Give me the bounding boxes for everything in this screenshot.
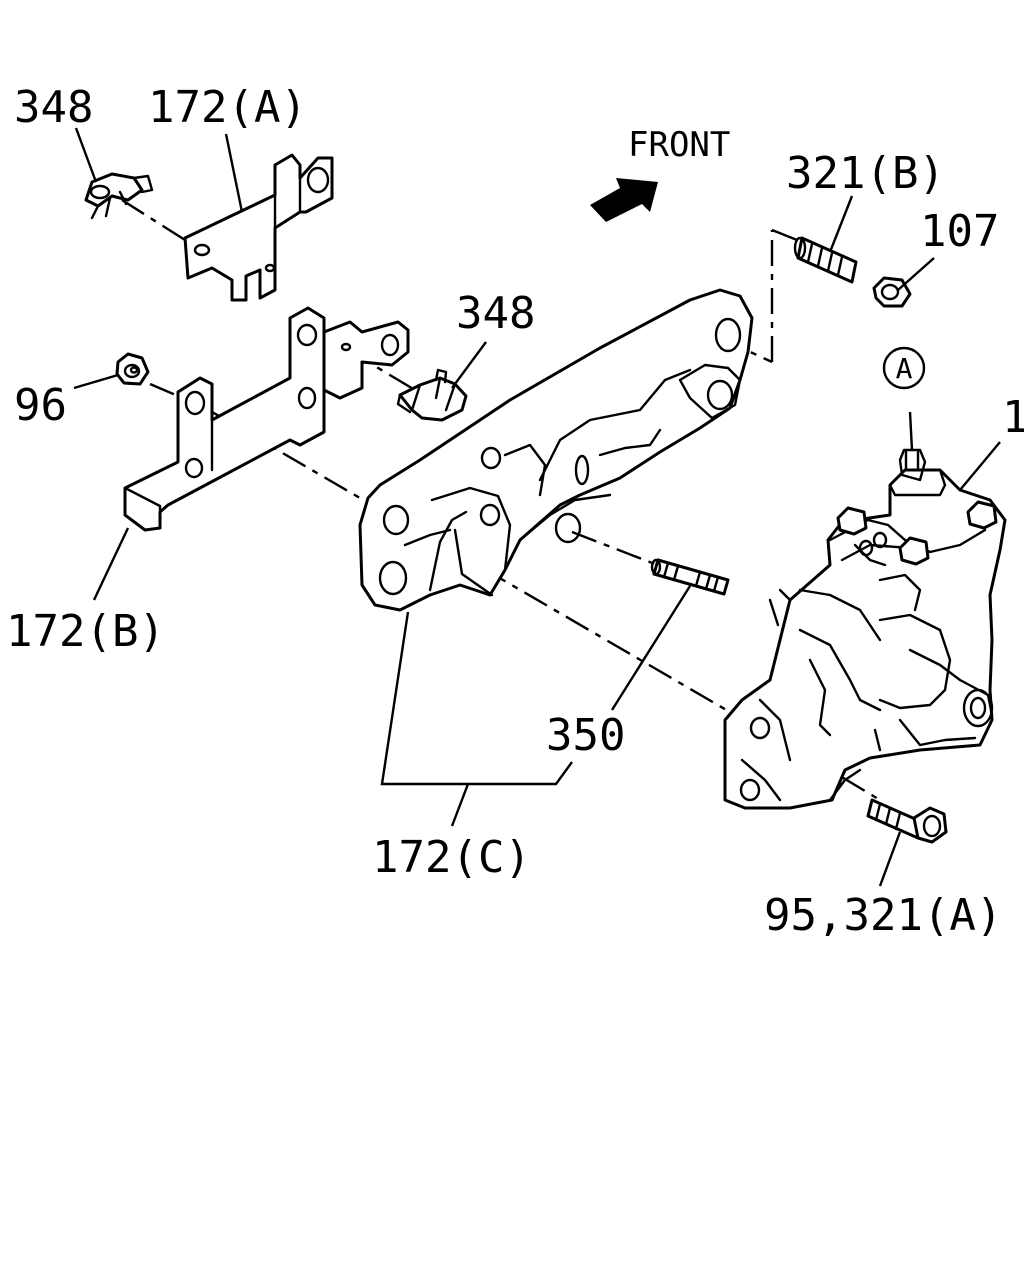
reference-marker-letter: A <box>896 352 913 385</box>
bracket-172a <box>183 153 334 302</box>
bolt-95-321a <box>866 798 948 844</box>
front-label: FRONT <box>628 125 730 165</box>
steering-gear-box <box>723 448 1007 810</box>
callout-gear-box: 1 <box>1002 392 1024 443</box>
stud-321b <box>793 236 858 284</box>
callout-clip-348-upper: 348 <box>14 82 93 133</box>
front-arrow <box>590 178 658 222</box>
stud-350 <box>650 558 730 596</box>
callout-nut-96: 96 <box>14 380 67 431</box>
nut-96 <box>115 352 150 386</box>
nut-107 <box>872 276 912 308</box>
leader-lines <box>73 127 1001 887</box>
callout-stud-321b: 321(B) <box>786 148 945 199</box>
bracket-172c <box>358 288 754 612</box>
callout-bracket-172a: 172(A) <box>148 82 307 133</box>
callout-nut-107: 107 <box>920 206 999 257</box>
clip-348-middle <box>396 368 468 422</box>
callout-bracket-172b: 172(B) <box>6 606 165 657</box>
clip-348-upper <box>84 172 154 220</box>
bracket-172b <box>123 306 410 532</box>
reference-marker: A <box>882 346 926 390</box>
callout-bracket-172c: 172(C) <box>372 832 531 883</box>
callout-stud-350: 350 <box>546 710 625 761</box>
callout-bolt-95-321a: 95,321(A) <box>764 890 1002 941</box>
callout-clip-348-middle: 348 <box>456 288 535 339</box>
